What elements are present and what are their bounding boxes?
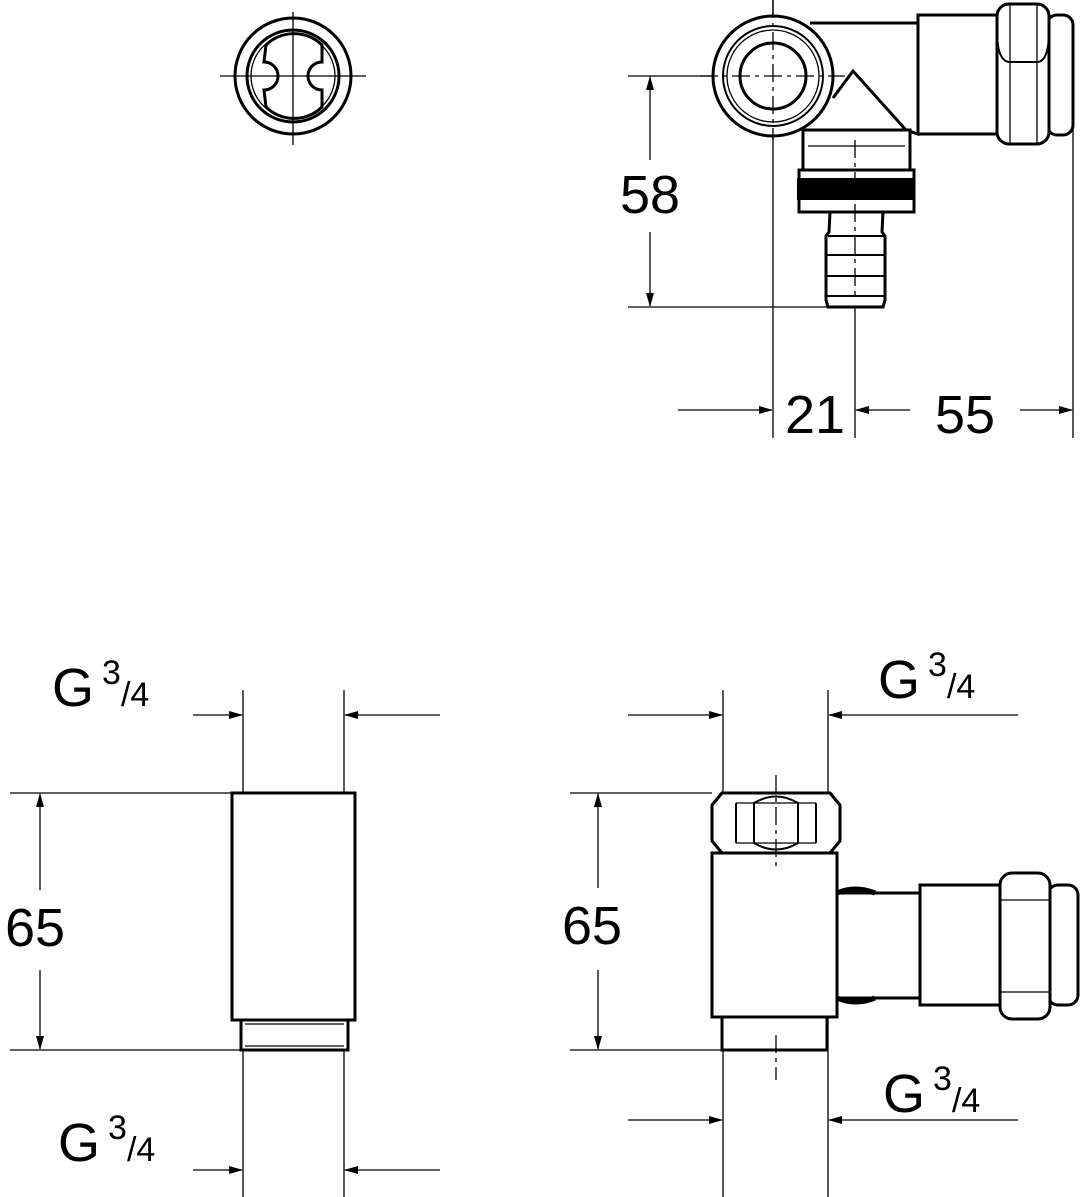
dimension-label-65-left: 65 xyxy=(5,898,65,958)
end-view-fitting xyxy=(220,12,366,145)
dimension-58: 58 xyxy=(620,76,680,307)
dimension-label-65-right: 65 xyxy=(562,896,622,956)
dimension-label-55: 55 xyxy=(935,385,995,445)
top-view-tee-valve xyxy=(628,0,1075,438)
dimension-label-58: 58 xyxy=(620,165,680,225)
dimension-label-21: 21 xyxy=(785,385,845,445)
dimension-21-55: 21 55 xyxy=(678,385,1073,445)
